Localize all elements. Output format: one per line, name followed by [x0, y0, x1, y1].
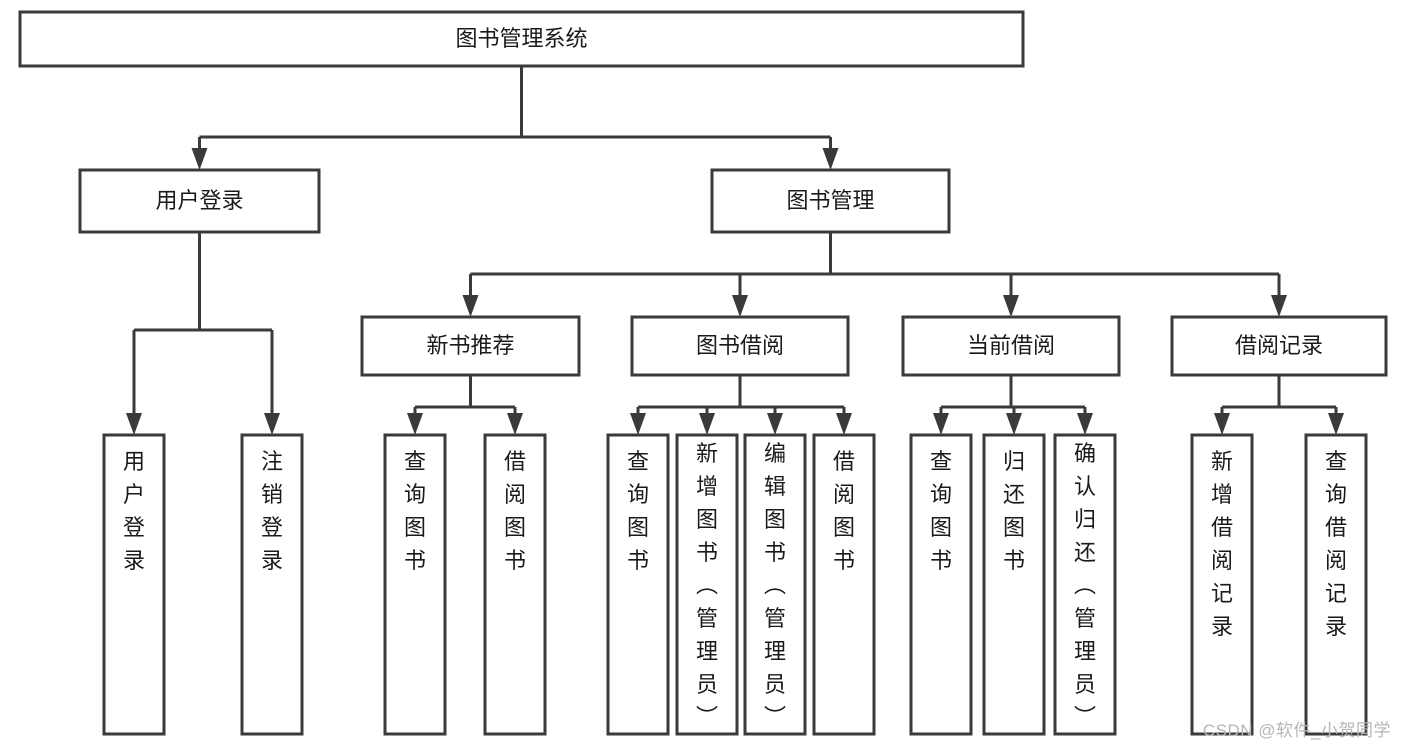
node-label: 新增图书（管理员）: [696, 441, 718, 730]
node-label: 当前借阅: [967, 333, 1055, 358]
arrow-head-icon: [1328, 413, 1344, 435]
arrow-head-icon: [462, 295, 479, 317]
node-label: 借阅图书: [504, 449, 526, 573]
node-box[interactable]: [18, 10, 1025, 68]
node-label: 注销登录: [261, 449, 283, 573]
node-leaf-borrow-book-2[interactable]: 借阅图书: [812, 433, 876, 736]
arrow-head-icon: [1271, 295, 1287, 317]
arrow-head-icon: [264, 413, 280, 435]
node-label: 用户登录: [155, 188, 243, 213]
node-leaf-query-book-2[interactable]: 查询图书: [606, 433, 670, 736]
node-box[interactable]: [901, 315, 1121, 377]
node-label: 查询借阅记录: [1325, 449, 1347, 639]
node-leaf-add-book[interactable]: 新增图书（管理员）: [675, 433, 739, 736]
node-box[interactable]: [360, 315, 581, 377]
node-leaf-user-logout[interactable]: 注销登录: [240, 433, 304, 736]
node-borrow-record[interactable]: 借阅记录: [1170, 315, 1388, 377]
arrow-head-icon: [836, 413, 852, 435]
node-label: 编辑图书（管理员）: [764, 441, 786, 730]
node-label: 查询图书: [930, 449, 952, 573]
node-book-manage[interactable]: 图书管理: [710, 168, 951, 234]
node-box[interactable]: [743, 433, 807, 736]
node-leaf-return-book[interactable]: 归还图书: [982, 433, 1046, 736]
node-label: 用户登录: [123, 449, 145, 573]
node-label: 归还图书: [1003, 449, 1025, 573]
node-box[interactable]: [1170, 315, 1388, 377]
node-leaf-user-login[interactable]: 用户登录: [102, 433, 166, 736]
node-box[interactable]: [982, 433, 1046, 736]
node-box[interactable]: [78, 168, 321, 234]
node-label: 查询图书: [627, 449, 649, 573]
node-box[interactable]: [240, 433, 304, 736]
arrow-head-icon: [1214, 413, 1230, 435]
arrow-head-icon: [1006, 413, 1022, 435]
arrow-head-icon: [699, 413, 715, 435]
node-leaf-query-book-1[interactable]: 查询图书: [383, 433, 447, 736]
node-box[interactable]: [606, 433, 670, 736]
node-box[interactable]: [812, 433, 876, 736]
node-current-borrow[interactable]: 当前借阅: [901, 315, 1121, 377]
node-label: 新增借阅记录: [1211, 449, 1233, 639]
arrow-head-icon: [191, 148, 208, 170]
arrow-head-icon: [630, 413, 646, 435]
arrow-head-icon: [1077, 413, 1093, 435]
arrow-head-icon: [407, 413, 423, 435]
node-undefined[interactable]: 图书管理系统: [18, 10, 1025, 68]
node-box[interactable]: [483, 433, 547, 736]
node-label: 借阅记录: [1235, 333, 1323, 358]
node-label: 确认归还（管理员）: [1074, 441, 1096, 730]
node-user-login[interactable]: 用户登录: [78, 168, 321, 234]
arrow-head-icon: [933, 413, 949, 435]
node-leaf-confirm-return[interactable]: 确认归还（管理员）: [1053, 433, 1117, 736]
node-label: 借阅图书: [833, 449, 855, 573]
arrow-head-icon: [126, 413, 142, 435]
node-leaf-borrow-book-1[interactable]: 借阅图书: [483, 433, 547, 736]
node-leaf-add-record[interactable]: 新增借阅记录: [1190, 433, 1254, 736]
arrow-head-icon: [1003, 295, 1019, 317]
node-label: 图书借阅: [696, 333, 784, 358]
connector-layer: [126, 66, 1344, 435]
node-box[interactable]: [675, 433, 739, 736]
node-box[interactable]: [383, 433, 447, 736]
node-book-borrow[interactable]: 图书借阅: [630, 315, 850, 377]
arrow-head-icon: [822, 148, 839, 170]
node-box[interactable]: [710, 168, 951, 234]
node-box[interactable]: [1304, 433, 1368, 736]
node-box[interactable]: [102, 433, 166, 736]
node-label: 查询图书: [404, 449, 426, 573]
node-layer: 图书管理系统用户登录图书管理新书推荐图书借阅当前借阅借阅记录用户登录注销登录查询…: [18, 10, 1388, 736]
arrow-head-icon: [507, 413, 523, 435]
node-label: 图书管理系统: [455, 26, 587, 51]
node-new-book-rec[interactable]: 新书推荐: [360, 315, 581, 377]
arrow-head-icon: [767, 413, 783, 435]
node-box[interactable]: [630, 315, 850, 377]
node-box[interactable]: [1190, 433, 1254, 736]
node-box[interactable]: [909, 433, 973, 736]
node-leaf-query-book-3[interactable]: 查询图书: [909, 433, 973, 736]
node-label: 图书管理: [786, 188, 874, 213]
node-leaf-edit-book[interactable]: 编辑图书（管理员）: [743, 433, 807, 736]
arrow-head-icon: [732, 295, 748, 317]
node-leaf-query-record[interactable]: 查询借阅记录: [1304, 433, 1368, 736]
node-box[interactable]: [1053, 433, 1117, 736]
node-label: 新书推荐: [426, 333, 514, 358]
